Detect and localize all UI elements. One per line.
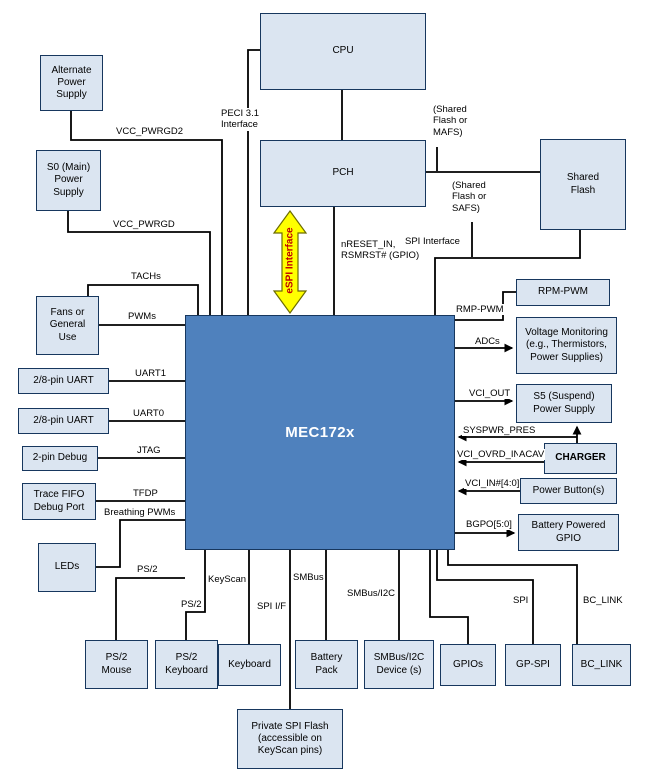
- charger-box: CHARGER: [544, 443, 617, 474]
- uart1-label: UART1: [134, 368, 167, 380]
- spi-if-label: SPI I/F: [256, 601, 288, 613]
- syspwr-pres-label: SYSPWR_PRES: [462, 425, 537, 437]
- espi-interface-label: eSPI Interface: [284, 227, 296, 294]
- smbus-i2c-device-box: SMBus/I2C Device (s): [364, 640, 434, 689]
- vcc-pwrgd-label: VCC_PWRGD: [112, 219, 176, 231]
- power-buttons-box: Power Button(s): [520, 478, 617, 504]
- ps2-keyboard-signal-label: PS/2: [180, 599, 203, 611]
- line-breathing-pwms: [96, 519, 185, 568]
- spi-interface-label: SPI Interface: [404, 236, 461, 248]
- gp-spi-box: GP-SPI: [505, 644, 561, 686]
- battery-pack-box: Battery Pack: [295, 640, 358, 689]
- acav-label: ACAV: [518, 449, 546, 461]
- line-ps2-mouse: [115, 577, 185, 640]
- line-vcc-pwrgd2: [70, 111, 223, 315]
- line-peci: [247, 49, 260, 315]
- shared-flash-box: Shared Flash: [540, 139, 626, 230]
- shared-flash-or-safs-label: (Shared Flash or SAFS): [451, 180, 488, 215]
- adcs-label: ADCs: [474, 336, 501, 348]
- two-pin-debug-box: 2-pin Debug: [22, 446, 98, 471]
- pch-box: PCH: [260, 140, 426, 207]
- smbus-label: SMBus: [292, 572, 325, 584]
- line-tachs: [87, 284, 199, 315]
- ps2-mouse-box: PS/2 Mouse: [85, 640, 148, 689]
- bc-link-signal-label: BC_LINK: [582, 595, 624, 607]
- vcc-pwrgd2-label: VCC_PWRGD2: [115, 126, 185, 138]
- bgpo-label: BGPO[5:0]: [465, 519, 513, 531]
- uart1-box: 2/8-pin UART: [18, 368, 109, 394]
- shared-flash-or-mafs-label: (Shared Flash or MAFS): [432, 104, 469, 139]
- jtag-label: JTAG: [136, 445, 162, 457]
- tachs-label: TACHs: [130, 271, 162, 283]
- cpu-box: CPU: [260, 13, 426, 90]
- line-bc-link: [447, 550, 578, 644]
- uart0-box: 2/8-pin UART: [18, 408, 109, 434]
- private-spi-flash-box: Private SPI Flash (accessible on KeyScan…: [237, 709, 343, 769]
- vci-ovrd-in-label: VCI_OVRD_IN: [456, 449, 522, 461]
- fans-general-use-box: Fans or General Use: [36, 296, 99, 355]
- espi-double-arrow: [272, 209, 308, 315]
- rmp-pwm-label: RMP-PWM: [455, 304, 505, 316]
- battery-powered-gpio-box: Battery Powered GPIO: [518, 514, 619, 551]
- vci-out-label: VCI_OUT: [468, 388, 512, 400]
- tfdp-label: TFDP: [132, 488, 159, 500]
- keyscan-label: KeyScan: [207, 574, 248, 586]
- spi-label: SPI: [512, 595, 530, 607]
- line-vcc-pwrgd: [67, 211, 211, 315]
- breathing-pwms-label: Breathing PWMs: [103, 507, 177, 519]
- rpm-pwm-box: RPM-PWM: [516, 279, 610, 306]
- leds-box: LEDs: [38, 543, 96, 592]
- line-gpios: [429, 550, 469, 644]
- gpios-box: GPIOs: [440, 644, 496, 686]
- uart0-label: UART0: [132, 408, 165, 420]
- s0-main-power-supply-box: S0 (Main) Power Supply: [36, 150, 101, 211]
- line-gp-spi: [436, 550, 534, 644]
- peci-interface-label: PECI 3.1 Interface: [220, 108, 261, 131]
- smbus-i2c-label: SMBus/I2C: [346, 588, 397, 600]
- ps2-mouse-signal-label: PS/2: [136, 564, 159, 576]
- line-ps2-keyboard: [185, 550, 206, 640]
- trace-fifo-debug-port-box: Trace FIFO Debug Port: [22, 483, 96, 520]
- vci-in-label: VCI_IN#[4:0]: [464, 478, 521, 490]
- nreset-rsmrst-label: nRESET_IN, RSMRST# (GPIO): [340, 239, 421, 262]
- bc-link-box: BC_LINK: [572, 644, 631, 686]
- s5-suspend-power-supply-box: S5 (Suspend) Power Supply: [516, 384, 612, 423]
- keyboard-box: Keyboard: [218, 644, 281, 686]
- pwms-label: PWMs: [127, 311, 157, 323]
- ps2-keyboard-box: PS/2 Keyboard: [155, 640, 218, 689]
- mec172x-chip: MEC172x: [185, 315, 455, 550]
- voltage-monitoring-box: Voltage Monitoring (e.g., Thermistors, P…: [516, 317, 617, 374]
- line-spi-interface: [434, 230, 581, 315]
- alternate-power-supply-box: Alternate Power Supply: [40, 55, 103, 111]
